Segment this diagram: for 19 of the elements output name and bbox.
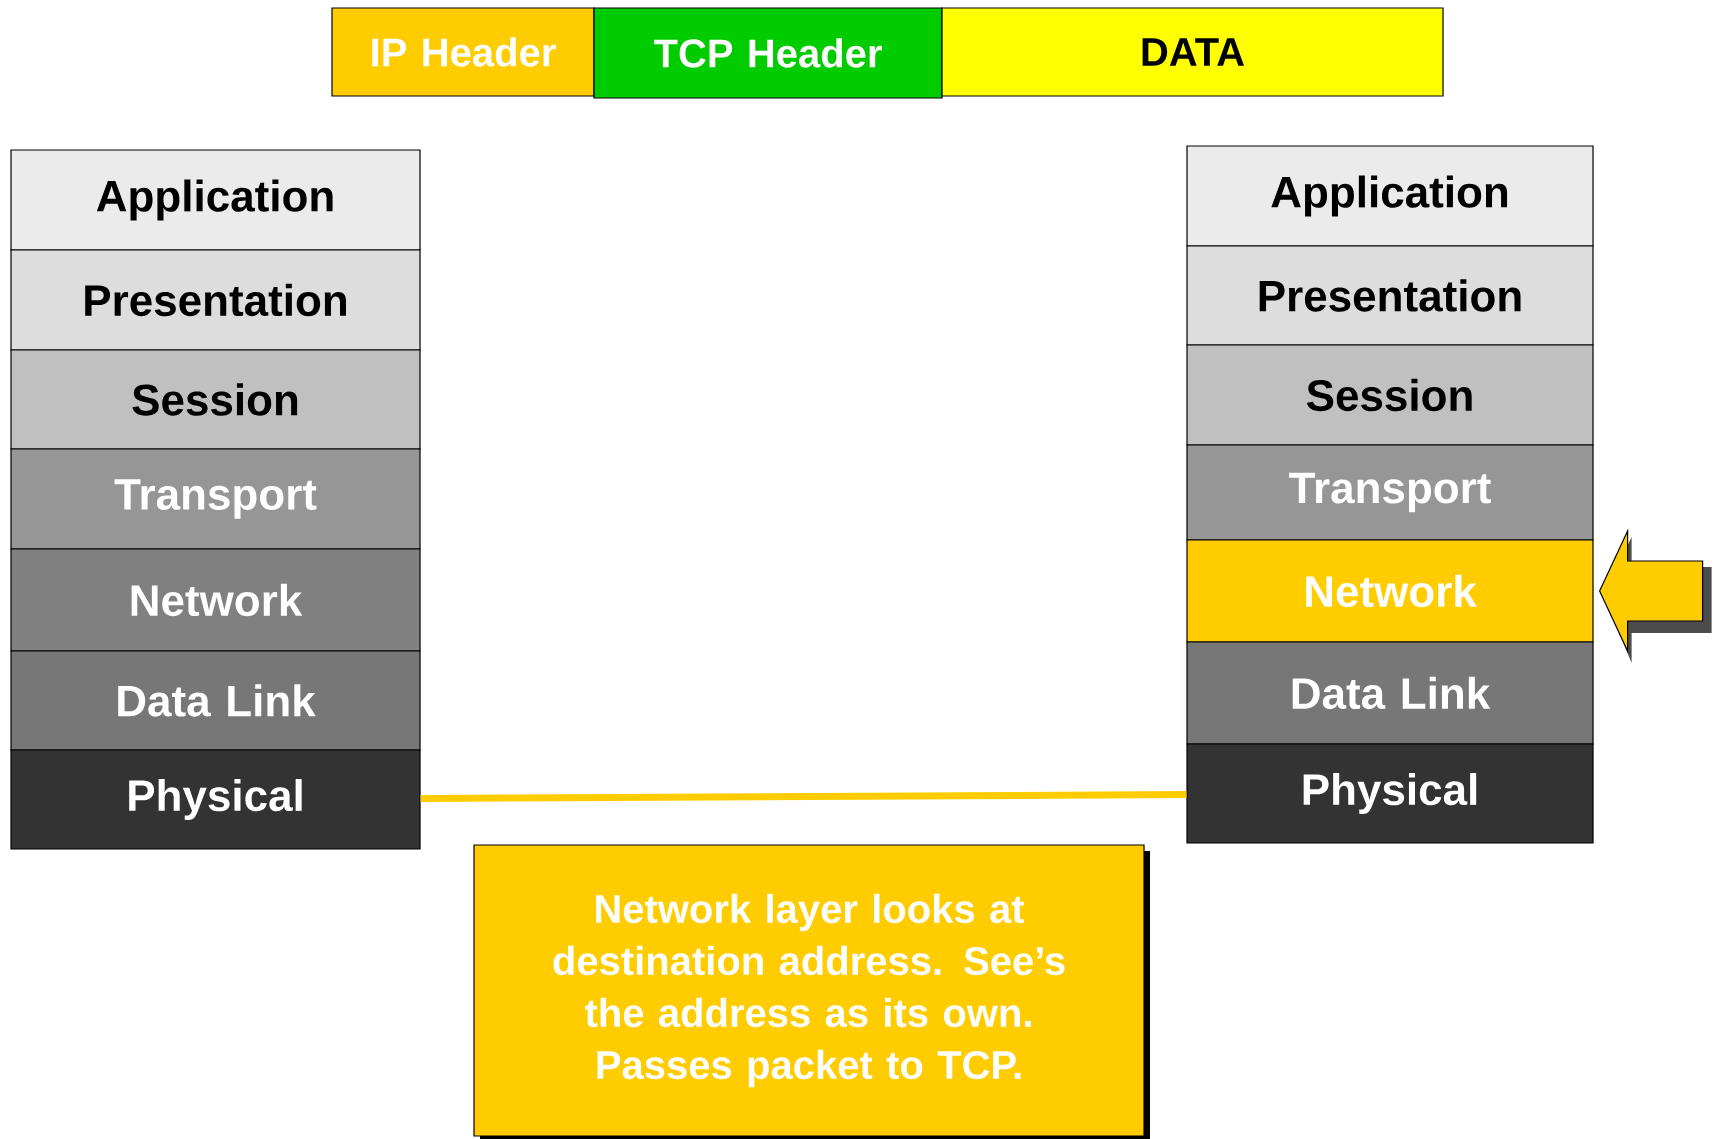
layer-box: Data Link: [1186, 641, 1594, 745]
layer-box: Transport: [10, 448, 421, 550]
layer-box: Transport: [1186, 444, 1594, 541]
layer-box: Presentation: [1186, 245, 1594, 346]
callout-box: Network layer looks at destination address. See’s the address as its own. Passes packet to TCP.: [473, 844, 1150, 1139]
layer-box: Session: [1186, 344, 1594, 446]
header-field: DATA: [941, 7, 1444, 97]
layer-box: Physical: [10, 749, 421, 850]
layer-box: Network: [10, 548, 421, 652]
layer-box: Application: [10, 149, 421, 251]
layer-box: Session: [10, 349, 421, 450]
layer-box: Application: [1186, 145, 1594, 247]
header-field: TCP Header: [593, 7, 943, 99]
layer-box: Data Link: [10, 650, 421, 751]
layer-box: Physical: [1186, 743, 1594, 844]
connection-line: [420, 791, 1187, 802]
layer-box: Presentation: [10, 249, 421, 351]
header-field: IP Header: [331, 7, 595, 97]
layer-box: Network: [1186, 539, 1594, 643]
